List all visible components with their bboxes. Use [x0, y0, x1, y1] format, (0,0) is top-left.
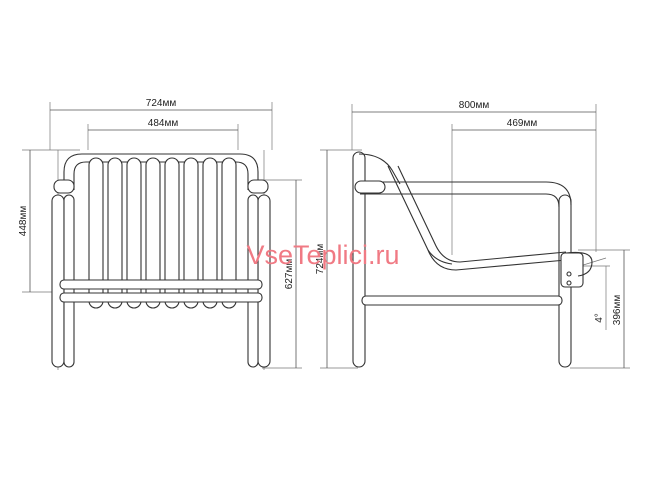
seat-depth-label: 469мм — [507, 118, 538, 129]
dimension-inner-width: 484мм — [87, 118, 239, 150]
watermark: VseTeplici.ru — [246, 240, 399, 270]
dimension-overall-width: 724мм — [49, 98, 273, 150]
dimension-seat-depth: 469мм — [451, 118, 596, 255]
side-total-height-label: 724мм — [315, 244, 326, 275]
inner-width-label: 484мм — [148, 118, 179, 129]
side-back-leg — [352, 151, 366, 368]
armrest-height-label: 396мм — [612, 295, 623, 326]
side-armrest — [360, 181, 572, 208]
side-top-frame — [358, 153, 401, 185]
overall-width-label: 724мм — [146, 98, 177, 109]
angle-mark: 4° — [579, 257, 610, 330]
side-armrest-cap — [354, 180, 386, 194]
dimension-armrest-height: 396мм — [570, 249, 630, 369]
seat-height-label: 448мм — [18, 206, 29, 237]
overall-depth-label: 800мм — [459, 100, 490, 111]
front-right-armrest — [247, 179, 269, 194]
angle-label: 4° — [594, 313, 605, 323]
side-view: 800мм 469мм 724мм 396мм 4° — [315, 100, 630, 369]
side-stretcher — [361, 295, 563, 306]
front-left-armrest — [53, 179, 75, 194]
dimension-overall-depth: 800мм — [351, 100, 597, 252]
front-lower-crossbar — [59, 292, 263, 303]
front-slats — [88, 157, 237, 309]
front-frame-arch — [63, 153, 259, 190]
front-view: 724мм 484мм 448мм 627мм — [18, 98, 302, 370]
side-seat-front-block — [560, 252, 584, 288]
dimension-total-height: 627мм — [262, 179, 302, 369]
total-height-label: 627мм — [284, 259, 295, 290]
dimension-side-total-height: 724мм — [315, 149, 362, 369]
front-upper-crossbar — [59, 279, 263, 290]
